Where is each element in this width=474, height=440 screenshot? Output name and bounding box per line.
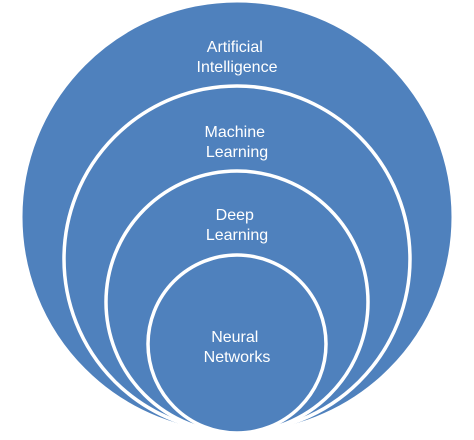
label-line: Artificial xyxy=(207,39,263,56)
label-neural-networks: Neural Networks xyxy=(204,329,271,366)
label-deep-learning: Deep Learning xyxy=(206,207,268,244)
label-line: Networks xyxy=(204,349,271,366)
label-line: Learning xyxy=(206,144,268,161)
label-line: Neural xyxy=(211,329,258,346)
label-line: Intelligence xyxy=(197,59,278,76)
label-machine-learning: Machine Learning xyxy=(205,124,270,161)
label-artificial-intelligence: Artificial Intelligence xyxy=(197,39,278,76)
label-line: Machine xyxy=(205,124,266,141)
label-line: Learning xyxy=(206,227,268,244)
circle-neural-networks xyxy=(146,253,328,435)
label-line: Deep xyxy=(216,207,254,224)
